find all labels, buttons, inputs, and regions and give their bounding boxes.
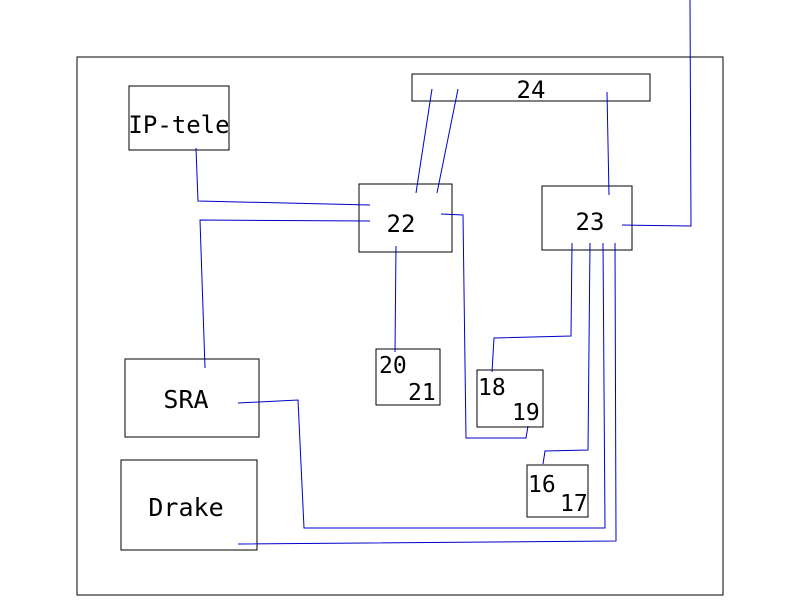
sra-box[interactable]: [124, 358, 260, 438]
wire-ip-tele-22: [195, 147, 371, 206]
drake-box[interactable]: [120, 459, 258, 551]
wire-24-23: [606, 91, 610, 196]
drake-label: Drake: [148, 493, 223, 522]
wire-24-22-a: [415, 88, 433, 194]
node-17-label: 17: [560, 491, 588, 517]
wire-23-external: [621, 0, 692, 227]
node-21-label: 21: [408, 380, 436, 406]
wire-22-20: [394, 245, 397, 353]
node-20-label: 20: [379, 353, 407, 379]
wire-23-18: [491, 242, 573, 373]
node-16-label: 16: [528, 472, 556, 498]
sra-label: SRA: [163, 385, 208, 414]
node-23-label: 23: [576, 208, 605, 236]
outer-frame: [76, 56, 724, 596]
wire-23-drake: [237, 242, 617, 545]
node-16-17-box[interactable]: [526, 464, 589, 518]
wire-22-19: [440, 213, 529, 439]
wire-23-sra: [237, 242, 606, 529]
wire-22-sra: [199, 219, 371, 369]
node-24-label: 24: [517, 76, 546, 104]
ip-tele-label: IP-tele: [128, 111, 229, 139]
node-18-19-box[interactable]: [476, 369, 544, 428]
wire-23-16: [542, 242, 591, 465]
wires: [195, 0, 692, 545]
node-22-box[interactable]: [358, 183, 453, 253]
node-19-label: 19: [512, 400, 540, 426]
node-23-box[interactable]: [541, 185, 633, 251]
ip-tele-box[interactable]: [128, 85, 230, 151]
wire-24-22-b: [436, 88, 459, 194]
node-20-21-box[interactable]: [375, 348, 441, 406]
node-24-box[interactable]: [411, 73, 651, 102]
node-18-label: 18: [478, 375, 506, 401]
node-22-label: 22: [387, 210, 416, 238]
